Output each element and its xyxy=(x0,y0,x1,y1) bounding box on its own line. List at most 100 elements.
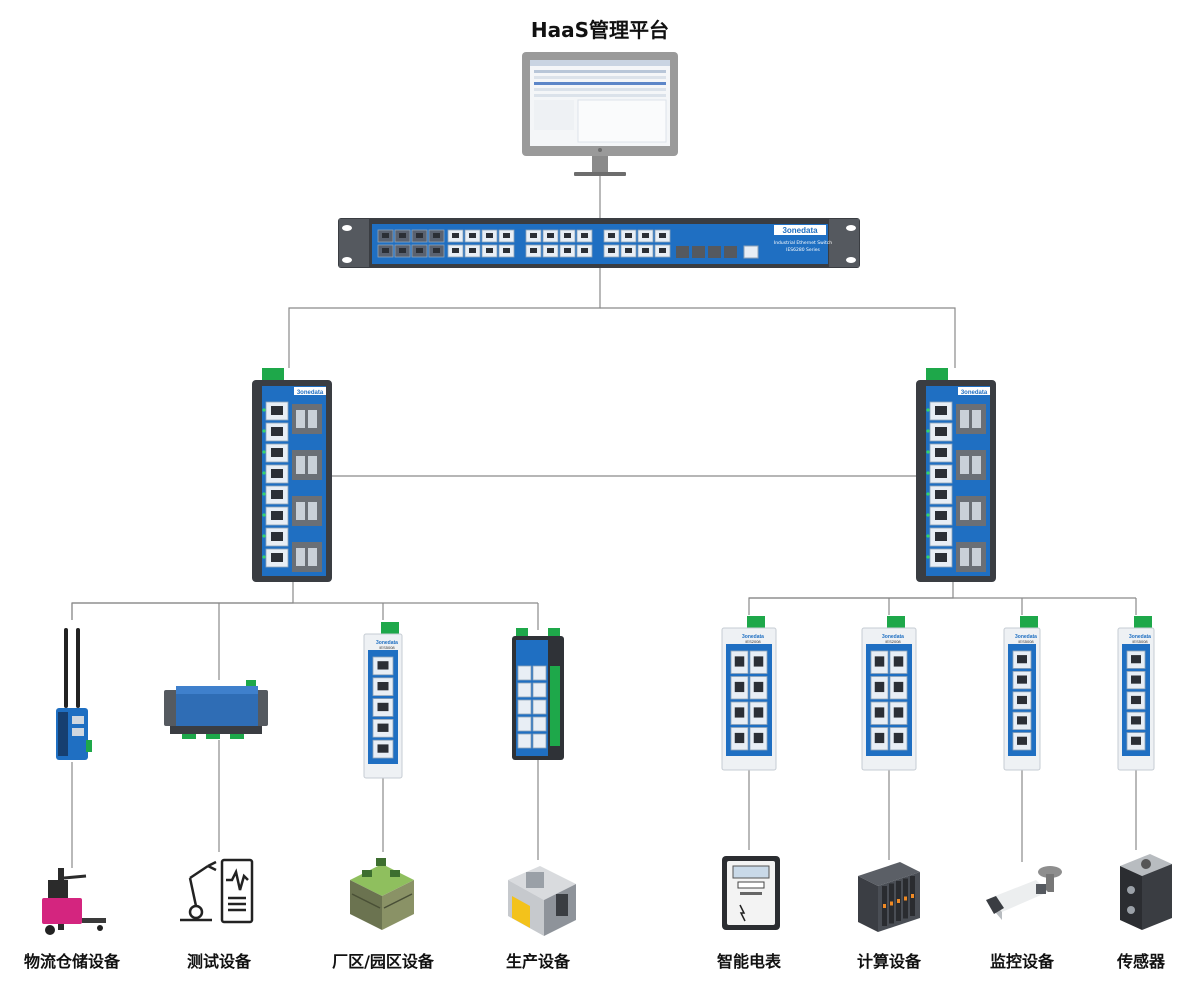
core-port-jack xyxy=(486,248,493,253)
din-port-jack xyxy=(893,656,904,667)
aggregation-port-jack xyxy=(271,469,283,478)
aggregation-port-jack xyxy=(935,532,947,541)
link-left-bus xyxy=(71,582,294,620)
managed-switch-port xyxy=(517,682,532,698)
din-port-jack xyxy=(377,744,389,753)
fiber-port xyxy=(972,548,981,566)
fiber-port xyxy=(308,548,317,566)
din-model-text: IES5008 xyxy=(379,645,395,650)
fiber-port xyxy=(972,456,981,474)
core-sfp-port xyxy=(708,246,721,258)
din-port-jack xyxy=(1017,655,1027,664)
din-switch-group: 3onedataIES50083onedataIES20083onedataIE… xyxy=(363,616,1155,779)
core-desc-text: Industrial Ethernet Switch xyxy=(774,240,832,246)
din-port-jack xyxy=(377,723,389,732)
device-label-sensor: 传感器 xyxy=(1116,952,1165,971)
din-brand-text: 3onedata xyxy=(1129,634,1151,640)
port-led xyxy=(926,513,930,517)
din-port-jack xyxy=(1131,736,1141,745)
din-connector xyxy=(262,368,284,382)
router-4g xyxy=(56,628,92,760)
cctv-camera-icon xyxy=(986,866,1062,920)
aggregation-port-jack xyxy=(935,406,947,415)
fiber-port xyxy=(960,410,969,428)
port-led xyxy=(262,471,266,475)
aggregation-port-jack xyxy=(271,427,283,436)
server-rack-icon xyxy=(858,862,920,932)
core-port-jack xyxy=(469,248,476,253)
aggregation-port-jack xyxy=(271,490,283,499)
managed-switch-port xyxy=(517,733,532,749)
din-connector xyxy=(381,622,399,634)
rack-slot-led xyxy=(883,904,886,908)
managed-switch-port xyxy=(532,733,547,749)
core-sfp-port xyxy=(692,246,705,258)
core-sfp-port xyxy=(724,246,737,258)
serial-server xyxy=(164,680,268,739)
core-port-jack xyxy=(564,248,571,253)
device-label-computing: 计算设备 xyxy=(856,952,921,971)
core-port-jack xyxy=(608,233,615,238)
managed-switch-port xyxy=(517,716,532,732)
managed-switch-port xyxy=(532,682,547,698)
aggregation-brand-text: 3onedata xyxy=(961,390,988,396)
din-port-jack xyxy=(874,681,885,693)
din-port-jack xyxy=(753,656,764,667)
port-led xyxy=(262,450,266,454)
core-port-jack xyxy=(399,248,406,253)
aggregation-port-jack xyxy=(935,448,947,457)
din-model-text: IES5008 xyxy=(1132,639,1148,644)
din-port-jack xyxy=(1131,675,1141,684)
aggregation-port-jack xyxy=(271,448,283,457)
fiber-port xyxy=(296,502,305,520)
aggregation-port-jack xyxy=(271,406,283,415)
cnc-machine-icon xyxy=(508,866,576,936)
din-connector xyxy=(1020,616,1038,628)
core-port-jack xyxy=(625,248,632,253)
fiber-port xyxy=(308,502,317,520)
core-sfp-port xyxy=(676,246,689,258)
port-led xyxy=(926,492,930,496)
terminal-block xyxy=(550,666,560,746)
fiber-port xyxy=(960,456,969,474)
din-port-jack xyxy=(874,656,885,667)
monitor-icon xyxy=(522,52,678,176)
core-port-jack xyxy=(581,248,588,253)
din-port-jack xyxy=(893,681,904,693)
robot-arm-test-icon xyxy=(180,858,254,924)
fiber-port xyxy=(296,410,305,428)
port-led xyxy=(262,555,266,559)
din-port-jack xyxy=(734,707,745,718)
managed-switch-port xyxy=(517,665,532,681)
managed-switch-port xyxy=(532,665,547,681)
din-model-text: IES5008 xyxy=(1018,639,1034,644)
din-connector xyxy=(887,616,905,628)
core-port-jack xyxy=(530,248,537,253)
core-brand-text: 3onedata xyxy=(782,226,818,235)
din-port-jack xyxy=(734,681,745,693)
aggregation-port-jack xyxy=(935,553,947,562)
core-port-jack xyxy=(452,233,459,238)
device-label-logistics: 物流仓储设备 xyxy=(23,952,120,971)
core-port-jack xyxy=(416,248,423,253)
core-port-jack xyxy=(433,233,440,238)
device-label-production: 生产设备 xyxy=(505,952,570,971)
port-led xyxy=(926,534,930,538)
din-model-text: IES2008 xyxy=(885,639,901,644)
port-led xyxy=(926,429,930,433)
din-port-jack xyxy=(893,732,904,744)
core-series-text: IES6280 Series xyxy=(786,247,820,253)
din-brand-text: 3onedata xyxy=(742,634,764,640)
core-port-jack xyxy=(547,248,554,253)
aggregation-port-jack xyxy=(271,553,283,562)
aggregation-port-jack xyxy=(935,490,947,499)
aggregation-port-jack xyxy=(935,511,947,520)
din-connector xyxy=(516,628,528,636)
din-port-jack xyxy=(1017,736,1027,745)
rack-slot-led xyxy=(904,896,907,901)
smart-meter-icon xyxy=(722,856,780,930)
din-port-jack xyxy=(1131,695,1141,705)
din-port-jack xyxy=(753,681,764,693)
fiber-port xyxy=(296,548,305,566)
din-model-text: IES2008 xyxy=(745,639,761,644)
